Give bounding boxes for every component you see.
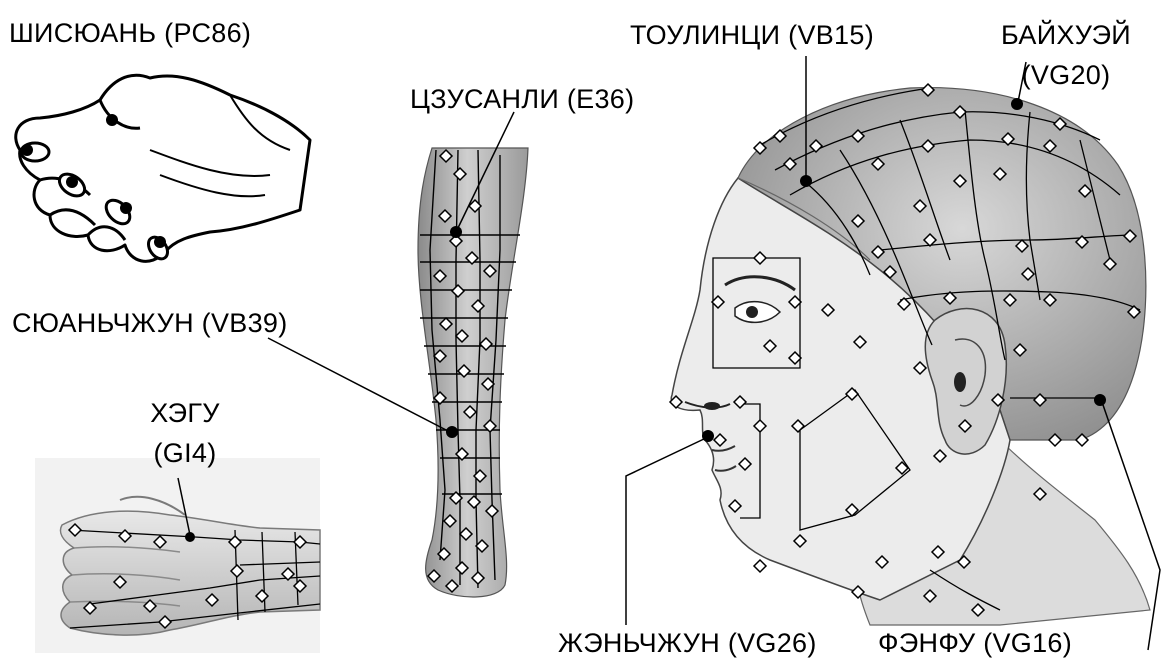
- lower-leg-figure: [418, 148, 528, 597]
- shisyuan-label: ШИСЮАНЬ (РС86): [9, 20, 251, 47]
- baihuei-code-label: (VG20): [996, 62, 1136, 89]
- syuanchzhun-label: СЮАНЬЧЖУН (VB39): [12, 310, 288, 337]
- toulintsi-label: ТОУЛИНЦИ (VB15): [630, 22, 874, 49]
- tsusanli-label: ЦЗУСАНЛИ (Е36): [410, 86, 634, 113]
- tsusanli-point: [450, 226, 462, 238]
- syuanchzhun-point: [446, 426, 458, 438]
- head-profile-figure: [671, 88, 1150, 625]
- zhenchzhun-point: [702, 430, 714, 442]
- syuanchzhun-leader: [268, 338, 450, 432]
- hegu-name-label: ХЭГУ: [130, 400, 240, 427]
- fenfu-point: [1094, 394, 1106, 406]
- hegu-code-label: (GI4): [130, 440, 240, 467]
- baihuei-name-label: БАЙХУЭЙ: [996, 22, 1136, 49]
- zhenchzhun-label: ЖЭНЬЧЖУН (VG26): [558, 630, 817, 657]
- zhenchzhun-leader: [626, 438, 706, 625]
- hand-figure: [35, 458, 320, 653]
- baihuei-point: [1011, 98, 1023, 110]
- fingertips-figure: [16, 75, 310, 262]
- fenfu-label: ФЭНФУ (VG16): [878, 630, 1072, 657]
